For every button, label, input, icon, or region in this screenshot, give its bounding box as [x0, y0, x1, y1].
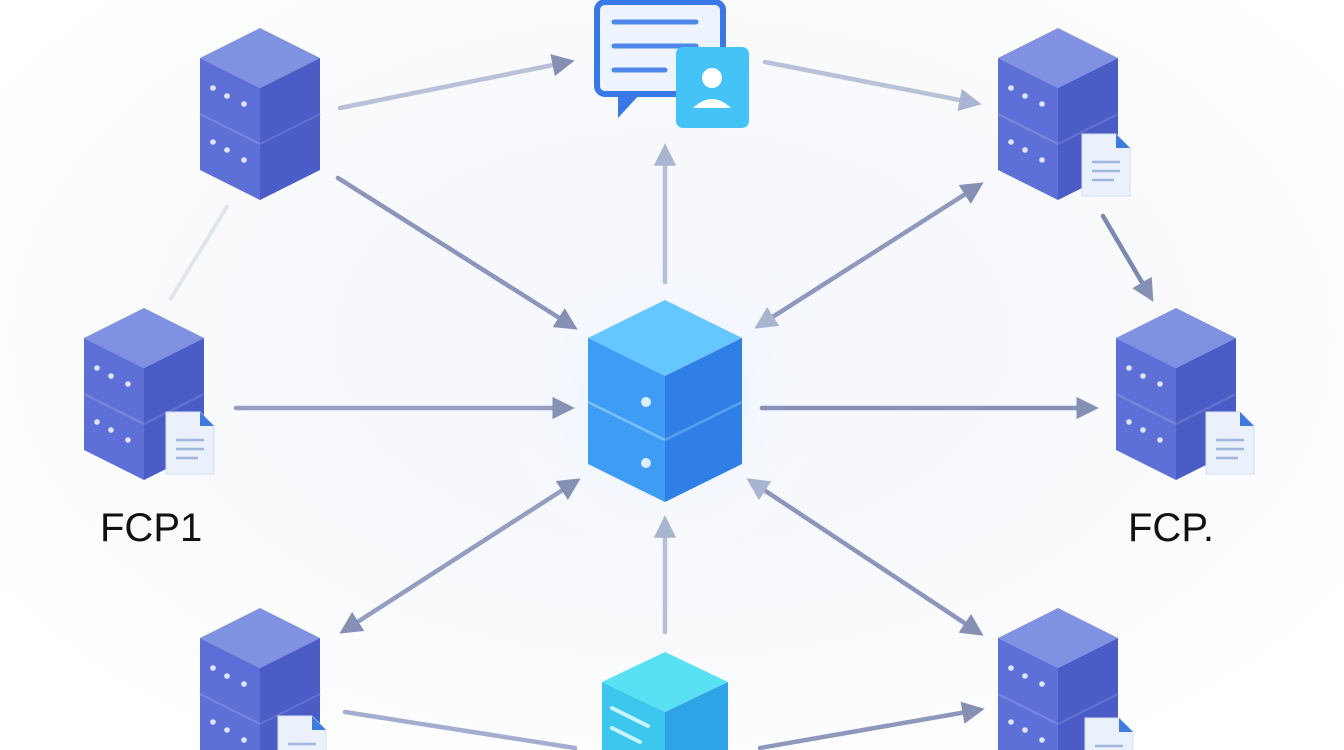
central-hub	[587, 300, 743, 502]
arrow-hub-bottomright	[746, 478, 984, 636]
arrow-chat-to-topright	[762, 59, 982, 112]
arrow-hub-topright	[754, 182, 984, 329]
arrow-topleft-to-chat	[337, 54, 575, 111]
arrow-hub-bottomleft	[339, 478, 581, 634]
connector-line	[168, 203, 230, 302]
bottom-center-block	[602, 652, 728, 750]
document-icon-bottom-right	[1083, 716, 1135, 750]
document-icon-fcp1	[164, 410, 216, 476]
arrows	[233, 54, 1154, 750]
arrow-bottom-to-bottomright	[757, 701, 985, 750]
label-fcp1: FCP1	[100, 506, 203, 550]
arrow-topleft-to-hub	[335, 175, 578, 330]
label-fcp: FCP.	[1128, 506, 1214, 550]
server-top-left	[199, 27, 321, 201]
chat-profile-icon	[594, 0, 749, 128]
document-icon-top-right	[1080, 132, 1132, 198]
document-icon-fcp	[1204, 410, 1256, 476]
arrow-bottomleft-to-bottom	[342, 709, 578, 750]
arrow-topright-to-right	[1100, 213, 1154, 302]
